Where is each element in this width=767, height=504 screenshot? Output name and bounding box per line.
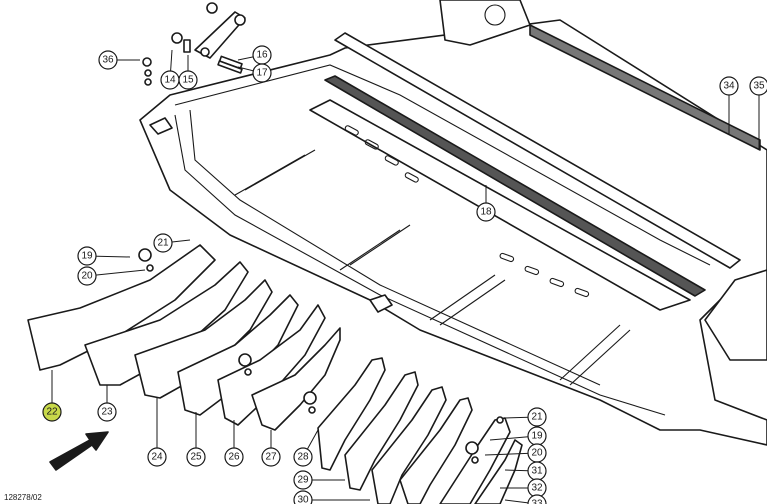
hardware-top-left bbox=[142, 2, 246, 86]
callout-circle bbox=[153, 233, 173, 253]
callout-number: 19 bbox=[531, 431, 543, 442]
callout-number: 16 bbox=[256, 50, 268, 61]
callout-number: 28 bbox=[297, 452, 309, 463]
callout-circle bbox=[527, 407, 547, 427]
callout-26: 26 bbox=[224, 420, 244, 467]
callout-number: 19 bbox=[81, 251, 93, 262]
callout-number: 30 bbox=[297, 495, 309, 504]
callout-16: 16 bbox=[237, 45, 272, 65]
callout-circle bbox=[476, 202, 496, 222]
callout-circle bbox=[178, 70, 198, 90]
callout-number: 27 bbox=[265, 452, 277, 463]
callout-number: 22 bbox=[46, 407, 58, 418]
callout-circle bbox=[224, 447, 244, 467]
callout-number: 33 bbox=[531, 499, 543, 504]
callout-22: 22 bbox=[42, 370, 62, 422]
slot-row bbox=[344, 125, 590, 298]
callout-number: 29 bbox=[297, 475, 309, 486]
callout-leader bbox=[86, 269, 146, 277]
callout-number: 17 bbox=[256, 68, 268, 79]
callout-number: 20 bbox=[531, 448, 543, 459]
callout-14: 14 bbox=[160, 49, 180, 90]
callout-32: 32 bbox=[500, 478, 547, 498]
callout-number: 24 bbox=[151, 452, 163, 463]
callout-number: 34 bbox=[723, 81, 735, 92]
callout-circle bbox=[77, 246, 97, 266]
callout-number: 14 bbox=[164, 75, 176, 86]
callout-number: 32 bbox=[531, 483, 543, 494]
callout-35: 35 bbox=[749, 76, 767, 150]
callout-18: 18 bbox=[476, 185, 496, 222]
callout-17: 17 bbox=[237, 63, 272, 83]
callout-34: 34 bbox=[719, 76, 739, 135]
callout-25: 25 bbox=[186, 412, 206, 467]
callout-23: 23 bbox=[97, 385, 117, 422]
callout-circle bbox=[186, 447, 206, 467]
callout-circle bbox=[98, 50, 118, 70]
callout-circle bbox=[261, 447, 281, 467]
callout-20: 20 bbox=[484, 443, 547, 463]
callout-circle bbox=[252, 63, 272, 83]
callout-circle bbox=[147, 447, 167, 467]
callout-circle bbox=[749, 76, 767, 96]
callout-circle bbox=[293, 447, 313, 467]
callout-number: 26 bbox=[228, 452, 240, 463]
callout-number: 35 bbox=[753, 81, 765, 92]
callout-28: 28 bbox=[293, 429, 319, 467]
callout-24: 24 bbox=[147, 398, 167, 467]
callout-19: 19 bbox=[489, 426, 547, 446]
flap-group-left bbox=[27, 244, 341, 431]
callout-number: 18 bbox=[480, 207, 492, 218]
flap-group-right bbox=[317, 357, 523, 504]
callout-number: 21 bbox=[531, 412, 543, 423]
direction-arrow bbox=[49, 431, 109, 471]
callout-number: 20 bbox=[81, 271, 93, 282]
callout-number: 31 bbox=[531, 466, 543, 477]
callout-circle bbox=[293, 490, 313, 504]
callout-21: 21 bbox=[153, 233, 191, 253]
callout-number: 23 bbox=[101, 407, 113, 418]
callout-layer: 36 14 15 16 17 34 35 18 21 19 20 22 23 24 25 26 27 28 29 30… bbox=[42, 45, 767, 504]
callout-19: 19 bbox=[77, 246, 131, 266]
callout-36: 36 bbox=[98, 50, 140, 70]
callout-20: 20 bbox=[77, 266, 146, 286]
callout-circle bbox=[719, 76, 739, 96]
callout-number: 36 bbox=[102, 55, 114, 66]
drawing-number: 128278/02 bbox=[4, 493, 42, 502]
callout-27: 27 bbox=[261, 430, 281, 467]
callout-circle bbox=[527, 494, 547, 504]
callout-number: 21 bbox=[157, 238, 169, 249]
callout-21: 21 bbox=[504, 407, 547, 427]
callout-circle bbox=[293, 470, 313, 490]
callout-15: 15 bbox=[178, 55, 198, 90]
callout-33: 33 bbox=[504, 494, 547, 504]
callout-number: 25 bbox=[190, 452, 202, 463]
callout-circle bbox=[77, 266, 97, 286]
callout-number: 15 bbox=[182, 75, 194, 86]
callout-29: 29 bbox=[293, 470, 345, 490]
main-housing bbox=[139, 0, 767, 446]
callout-30: 30 bbox=[293, 490, 370, 504]
callout-31: 31 bbox=[504, 461, 547, 481]
callout-circle bbox=[97, 402, 117, 422]
callout-circle bbox=[42, 402, 62, 422]
